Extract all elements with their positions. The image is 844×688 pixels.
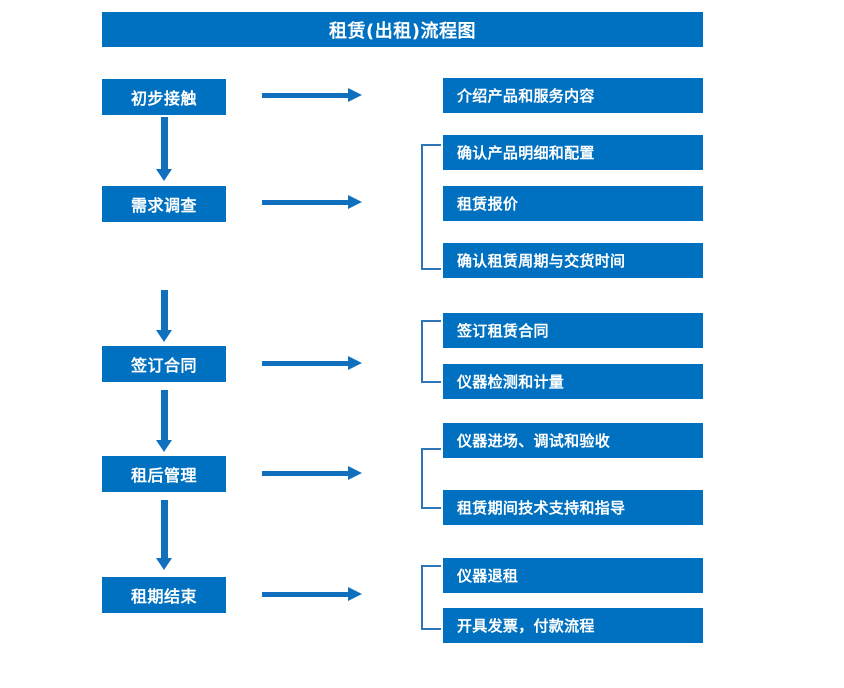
arrow-shaft xyxy=(262,93,350,98)
arrow-right-icon-1 xyxy=(262,88,362,102)
task-box-5-2[interactable]: 开具发票，付款流程 xyxy=(443,608,703,643)
arrow-head xyxy=(348,587,362,601)
arrow-shaft xyxy=(161,290,168,330)
task-box-4-1[interactable]: 仪器进场、调试和验收 xyxy=(443,423,703,458)
arrow-head xyxy=(348,88,362,102)
arrow-shaft xyxy=(262,361,350,366)
group-bracket-4 xyxy=(421,448,441,509)
arrow-down-icon-2 xyxy=(156,290,172,342)
arrow-head xyxy=(156,440,172,452)
arrow-right-icon-4 xyxy=(262,466,362,480)
task-box-3-1[interactable]: 签订租赁合同 xyxy=(443,313,703,348)
arrow-shaft xyxy=(262,200,350,205)
arrow-shaft xyxy=(262,471,350,476)
arrow-down-icon-4 xyxy=(156,500,172,570)
diagram-title: 租赁(出租)流程图 xyxy=(102,12,703,47)
task-box-3-2[interactable]: 仪器检测和计量 xyxy=(443,364,703,399)
stage-box-4[interactable]: 租后管理 xyxy=(102,456,226,492)
arrow-head xyxy=(348,195,362,209)
group-bracket-3 xyxy=(421,320,441,383)
arrow-down-icon-1 xyxy=(156,117,172,181)
arrow-right-icon-5 xyxy=(262,587,362,601)
task-box-5-1[interactable]: 仪器退租 xyxy=(443,558,703,593)
arrow-head xyxy=(156,169,172,181)
stage-box-3[interactable]: 签订合同 xyxy=(102,346,226,382)
task-box-1-1[interactable]: 介绍产品和服务内容 xyxy=(443,78,703,113)
arrow-shaft xyxy=(161,500,168,558)
arrow-head xyxy=(348,466,362,480)
stage-box-5[interactable]: 租期结束 xyxy=(102,577,226,613)
group-bracket-2 xyxy=(421,144,441,270)
arrow-shaft xyxy=(161,390,168,440)
group-bracket-5 xyxy=(421,565,441,630)
stage-box-2[interactable]: 需求调查 xyxy=(102,186,226,222)
arrow-shaft xyxy=(161,117,168,169)
arrow-head xyxy=(348,356,362,370)
arrow-down-icon-3 xyxy=(156,390,172,452)
stage-box-1[interactable]: 初步接触 xyxy=(102,79,226,115)
arrow-right-icon-3 xyxy=(262,356,362,370)
task-box-4-2[interactable]: 租赁期间技术支持和指导 xyxy=(443,490,703,525)
task-box-2-1[interactable]: 确认产品明细和配置 xyxy=(443,135,703,170)
task-box-2-3[interactable]: 确认租赁周期与交货时间 xyxy=(443,243,703,278)
task-box-2-2[interactable]: 租赁报价 xyxy=(443,186,703,221)
arrow-shaft xyxy=(262,592,350,597)
arrow-right-icon-2 xyxy=(262,195,362,209)
arrow-head xyxy=(156,330,172,342)
arrow-head xyxy=(156,558,172,570)
